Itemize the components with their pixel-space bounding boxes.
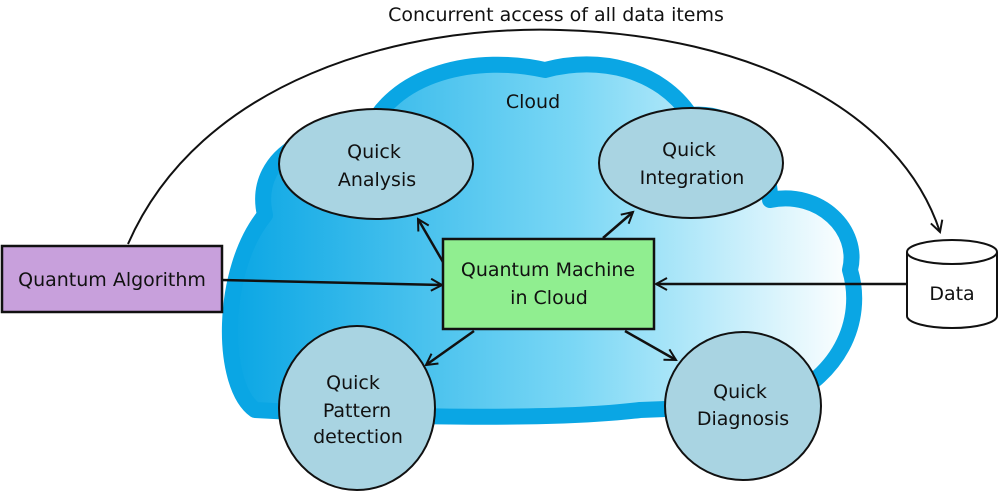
quantum-algorithm-box: Quantum Algorithm bbox=[0, 244, 224, 314]
svg-text:Quick: Quick bbox=[713, 381, 767, 403]
data-store-cylinder: Data bbox=[906, 239, 998, 329]
quantum-machine-box: Quantum Machine in Cloud bbox=[441, 237, 656, 331]
svg-text:Quick: Quick bbox=[326, 372, 380, 394]
svg-text:detection: detection bbox=[313, 426, 403, 448]
cloud-label: Cloud bbox=[506, 91, 560, 113]
svg-text:Data: Data bbox=[929, 283, 974, 305]
svg-text:Pattern: Pattern bbox=[323, 400, 391, 422]
svg-text:Diagnosis: Diagnosis bbox=[697, 408, 789, 430]
arrow-center-to-diagnosis bbox=[624, 329, 676, 362]
quick-integration-node: Quick Integration bbox=[598, 107, 784, 219]
svg-text:Quantum Algorithm: Quantum Algorithm bbox=[18, 269, 206, 291]
arrow-center-to-integration bbox=[602, 212, 633, 239]
quick-diagnosis-node: Quick Diagnosis bbox=[664, 331, 822, 481]
svg-text:Quick: Quick bbox=[347, 141, 401, 163]
svg-text:in Cloud: in Cloud bbox=[510, 287, 588, 309]
quick-analysis-node: Quick Analysis bbox=[278, 108, 474, 220]
svg-text:Quantum Machine: Quantum Machine bbox=[461, 259, 635, 281]
arrow-algorithm-to-center bbox=[221, 280, 442, 285]
concurrent-access-arc bbox=[127, 28, 940, 245]
arrow-center-to-pattern bbox=[426, 329, 475, 365]
quick-pattern-detection-node: Quick Pattern detection bbox=[278, 325, 436, 491]
svg-text:Analysis: Analysis bbox=[338, 169, 416, 191]
concurrent-access-label: Concurrent access of all data items bbox=[388, 4, 724, 26]
arrow-center-to-analysis bbox=[416, 219, 445, 263]
svg-text:Quick: Quick bbox=[662, 139, 716, 161]
svg-text:Integration: Integration bbox=[640, 167, 745, 189]
